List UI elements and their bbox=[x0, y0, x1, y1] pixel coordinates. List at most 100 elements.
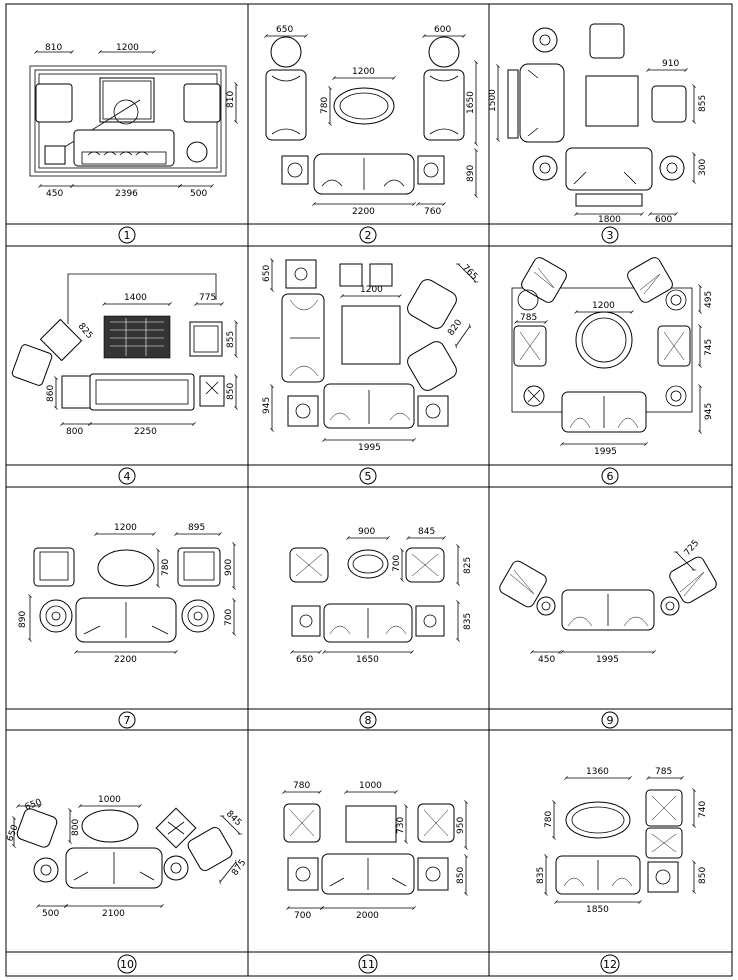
dim-10-7: 2100 bbox=[102, 909, 125, 919]
dim-2-0: 650 bbox=[276, 25, 293, 35]
dim-3-2: 855 bbox=[698, 95, 708, 112]
dim-6-3: 745 bbox=[704, 339, 714, 356]
dim-8-2: 700 bbox=[392, 555, 402, 572]
dim-3-1: 1500 bbox=[488, 89, 498, 112]
dim-5-3: 820 bbox=[446, 318, 464, 338]
dim-1-4: 2396 bbox=[115, 189, 138, 199]
dim-1-2: 810 bbox=[226, 91, 236, 108]
dim-12-1: 785 bbox=[655, 767, 672, 777]
dim-11-1: 1000 bbox=[359, 781, 382, 791]
panel-1: 810 1200 810 450 2396 500 bbox=[29, 43, 238, 199]
panel-label-5: 5 bbox=[365, 470, 372, 483]
dim-11-3: 950 bbox=[456, 817, 466, 834]
dim-4-5: 850 bbox=[226, 383, 236, 400]
dim-6-1: 785 bbox=[520, 313, 537, 323]
panel-label-9: 9 bbox=[607, 714, 614, 727]
dim-12-4: 835 bbox=[536, 867, 546, 884]
dim-2-6: 2200 bbox=[352, 207, 375, 217]
dim-12-3: 740 bbox=[698, 801, 708, 818]
dim-1-3: 450 bbox=[46, 189, 63, 199]
panel-label-3: 3 bbox=[607, 229, 614, 242]
dim-6-2: 495 bbox=[704, 291, 714, 308]
panel-12: 1360 785 780 740 835 850 1850 bbox=[536, 767, 708, 915]
panel-label-10: 10 bbox=[120, 958, 134, 971]
dim-4-6: 800 bbox=[66, 427, 83, 437]
panel-labels: 1 2 3 4 5 6 7 8 9 10 11 12 bbox=[117, 226, 620, 974]
dim-8-6: 1650 bbox=[356, 655, 379, 665]
panel-label-4: 4 bbox=[124, 470, 131, 483]
panel-2: 650 600 1200 780 1650 890 2200 760 bbox=[264, 25, 478, 217]
panel-6: 1200 785 495 745 945 1995 bbox=[511, 257, 714, 457]
dim-7-6: 2200 bbox=[114, 655, 137, 665]
dim-2-2: 1200 bbox=[352, 67, 375, 77]
dim-3-0: 910 bbox=[662, 59, 679, 69]
panel-4: 1400 775 825 855 860 850 800 2250 bbox=[11, 273, 238, 437]
dim-8-0: 900 bbox=[358, 527, 375, 537]
panel-label-2: 2 bbox=[365, 229, 372, 242]
dim-4-7: 2250 bbox=[134, 427, 157, 437]
dim-4-3: 855 bbox=[226, 331, 236, 348]
dim-5-4: 945 bbox=[262, 397, 272, 414]
dim-8-4: 835 bbox=[463, 613, 473, 630]
dim-4-4: 860 bbox=[46, 385, 56, 402]
dim-5-0: 650 bbox=[262, 265, 272, 282]
dim-2-4: 1650 bbox=[466, 91, 476, 114]
dim-2-3: 780 bbox=[320, 97, 330, 114]
dim-12-2: 780 bbox=[544, 811, 554, 828]
dim-2-5: 890 bbox=[466, 165, 476, 182]
dim-10-5: 875 bbox=[230, 858, 248, 878]
panel-label-8: 8 bbox=[365, 714, 372, 727]
dim-11-6: 2000 bbox=[356, 911, 379, 921]
sheet-grid bbox=[5, 3, 733, 977]
dim-11-5: 700 bbox=[294, 911, 311, 921]
dim-1-5: 500 bbox=[190, 189, 207, 199]
dim-2-7: 760 bbox=[424, 207, 441, 217]
dim-7-3: 900 bbox=[224, 559, 234, 576]
dim-7-0: 1200 bbox=[114, 523, 137, 533]
panel-9: 725 450 1995 bbox=[499, 538, 717, 665]
dim-8-3: 825 bbox=[463, 557, 473, 574]
dim-8-1: 845 bbox=[418, 527, 435, 537]
dim-4-1: 775 bbox=[199, 293, 216, 303]
dim-8-5: 650 bbox=[296, 655, 313, 665]
dim-7-4: 890 bbox=[18, 611, 28, 628]
dim-10-6: 500 bbox=[42, 909, 59, 919]
panel-11: 780 1000 730 950 850 700 2000 bbox=[282, 781, 468, 921]
dim-10-2: 800 bbox=[71, 819, 81, 836]
panel-5: 650 765 1200 820 945 1995 bbox=[262, 258, 479, 453]
dim-9-1: 450 bbox=[538, 655, 555, 665]
dim-7-2: 780 bbox=[161, 559, 171, 576]
dim-9-0: 725 bbox=[683, 538, 702, 558]
dim-11-2: 730 bbox=[396, 817, 406, 834]
dim-10-4: 845 bbox=[224, 809, 243, 828]
dim-7-1: 895 bbox=[188, 523, 205, 533]
panel-label-1: 1 bbox=[124, 229, 131, 242]
dim-9-2: 1995 bbox=[596, 655, 619, 665]
dim-12-5: 850 bbox=[698, 867, 708, 884]
dim-5-1: 765 bbox=[460, 263, 479, 282]
dim-12-6: 1850 bbox=[586, 905, 609, 915]
dim-3-5: 600 bbox=[655, 215, 672, 225]
panel-label-12: 12 bbox=[603, 958, 617, 971]
dim-6-4: 945 bbox=[704, 403, 714, 420]
panel-label-7: 7 bbox=[124, 714, 131, 727]
panel-10: 1000 650 800 650 845 875 500 2100 bbox=[5, 795, 248, 919]
dim-6-5: 1995 bbox=[594, 447, 617, 457]
dim-5-2: 1200 bbox=[360, 285, 383, 295]
dim-3-3: 300 bbox=[698, 159, 708, 176]
dim-11-4: 850 bbox=[456, 867, 466, 884]
dim-1-0: 810 bbox=[45, 43, 62, 53]
dim-6-0: 1200 bbox=[592, 301, 615, 311]
dim-1-1: 1200 bbox=[116, 43, 139, 53]
dim-3-4: 1800 bbox=[598, 215, 621, 225]
panel-7: 1200 895 780 900 890 700 2200 bbox=[18, 523, 236, 665]
panel-8: 900 845 700 825 835 650 1650 bbox=[289, 527, 473, 665]
dim-11-0: 780 bbox=[293, 781, 310, 791]
panel-3: 910 1500 855 300 1800 600 bbox=[488, 23, 708, 225]
dim-10-0: 1000 bbox=[98, 795, 121, 805]
dim-12-0: 1360 bbox=[586, 767, 609, 777]
panel-label-11: 11 bbox=[361, 958, 375, 971]
panel-label-6: 6 bbox=[607, 470, 614, 483]
dim-4-0: 1400 bbox=[124, 293, 147, 303]
